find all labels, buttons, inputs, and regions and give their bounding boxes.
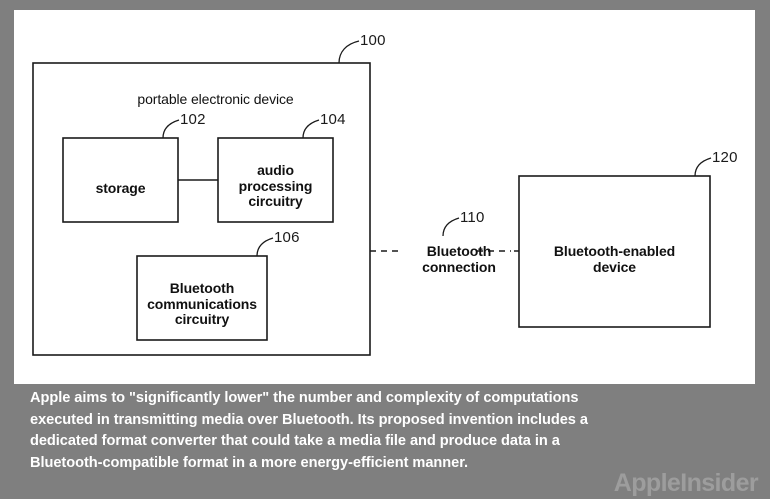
audio-processing-circuitry-label: audio processing circuitry — [238, 162, 313, 210]
bluetooth-enabled-device-label: Bluetooth-enabled device — [553, 243, 676, 275]
caption-line: executed in transmitting media over Blue… — [30, 411, 588, 428]
leader-line-120 — [694, 157, 712, 177]
patent-diagram — [32, 40, 712, 356]
leader-line-104 — [302, 119, 320, 139]
bluetooth-communications-circuitry-label: Bluetooth communications circuitry — [147, 280, 257, 328]
caption-line: dedicated format converter that could ta… — [30, 433, 560, 449]
patent-figure-sheet: 100 102 104 106 110 120 portable electro… — [14, 10, 755, 384]
ref-number-120: 120 — [712, 149, 738, 166]
bluetooth-connection-label: Bluetooth connection — [422, 243, 496, 275]
leader-line-100 — [338, 40, 360, 64]
storage-label: storage — [95, 180, 146, 196]
portable-electronic-device-label: portable electronic device — [137, 91, 294, 107]
leader-line-106 — [256, 237, 274, 257]
ref-number-100: 100 — [360, 32, 386, 49]
appleinsider-watermark: AppleInsider — [613, 469, 759, 497]
caption-line: Bluetooth-compatible format in a more en… — [30, 454, 469, 471]
ref-number-106: 106 — [274, 229, 300, 246]
caption-text: Apple aims to "significantly lower" the … — [30, 388, 745, 474]
ref-number-102: 102 — [180, 111, 206, 128]
bluetooth-communications-circuitry-box — [136, 255, 268, 341]
portable-electronic-device-box — [32, 62, 371, 356]
caption-line: Apple aims to "significantly lower" the … — [30, 390, 579, 406]
leader-line-110 — [442, 217, 460, 237]
ref-number-110: 110 — [460, 209, 485, 226]
leader-line-102 — [162, 119, 180, 139]
ref-number-104: 104 — [320, 111, 346, 128]
